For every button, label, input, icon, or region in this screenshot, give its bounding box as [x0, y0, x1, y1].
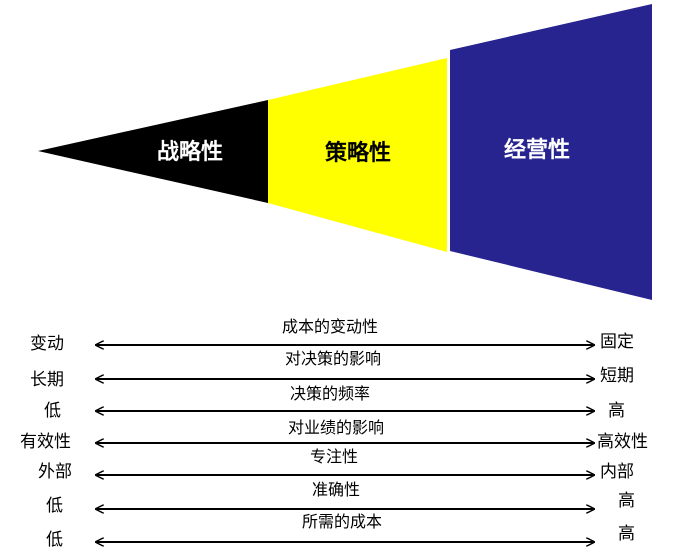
caption-decision-frequency: 决策的频率	[289, 384, 371, 403]
caption-accuracy: 准确性	[311, 480, 361, 499]
caption-performance-impact: 对业绩的影响	[287, 418, 385, 437]
left-label-accuracy: 低	[46, 496, 63, 516]
strategic-label: 战略性	[156, 140, 224, 165]
tactical-label: 策略性	[324, 141, 392, 166]
right-label-accuracy: 高	[618, 491, 635, 511]
right-label-focus: 内部	[600, 462, 634, 482]
left-label-required-cost: 低	[46, 530, 63, 550]
right-label-cost-variability: 固定	[600, 332, 634, 352]
strategic-segment	[38, 100, 268, 203]
operational-label: 经营性	[503, 138, 571, 163]
right-label-decision-frequency: 高	[608, 401, 625, 421]
tactical-segment	[268, 58, 447, 252]
caption-required-cost: 所需的成本	[301, 512, 383, 531]
caption-focus: 专注性	[309, 447, 359, 466]
left-label-focus: 外部	[38, 462, 72, 482]
right-label-required-cost: 高	[618, 524, 635, 544]
funnel-diagram	[38, 4, 652, 300]
right-label-performance-impact: 高效性	[597, 432, 648, 452]
left-label-performance-impact: 有效性	[20, 432, 71, 452]
left-label-cost-variability: 变动	[30, 334, 64, 354]
left-label-decision-impact: 长期	[30, 370, 64, 390]
operational-segment	[450, 4, 652, 300]
caption-decision-impact: 对决策的影响	[284, 349, 382, 368]
caption-cost-variability: 成本的变动性	[281, 317, 379, 336]
left-label-decision-frequency: 低	[44, 401, 61, 421]
right-label-decision-impact: 短期	[600, 366, 634, 386]
